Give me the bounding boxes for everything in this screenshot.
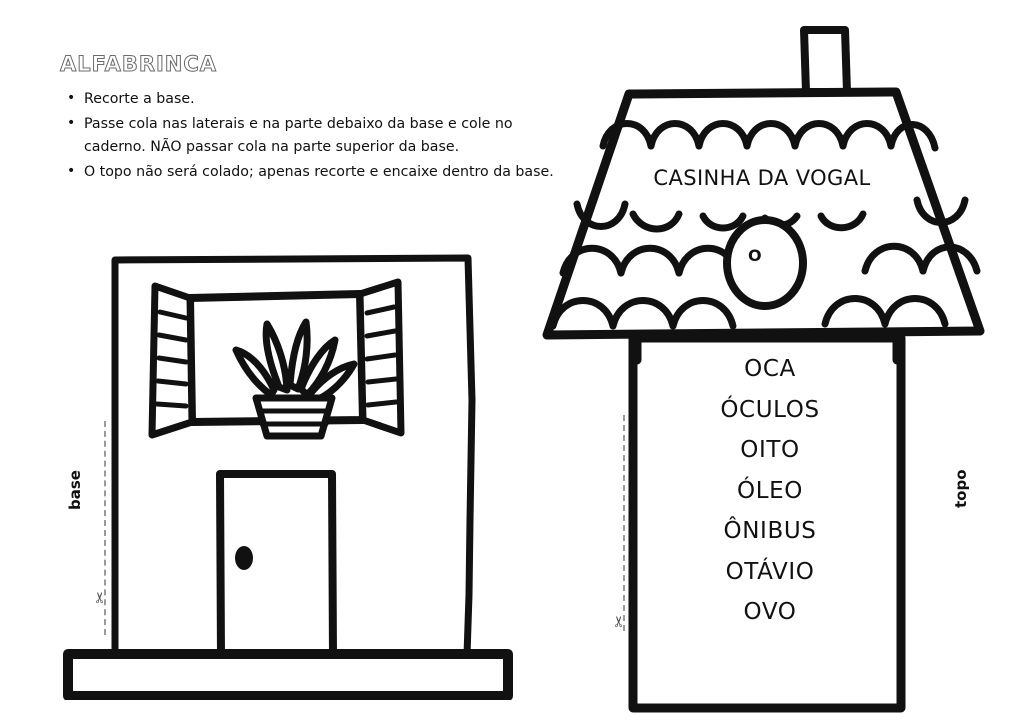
instructions-block: Recorte a base. Passe cola nas laterais … — [62, 87, 572, 186]
cut-line-right — [623, 415, 625, 631]
round-window-letter: O — [748, 246, 762, 265]
instruction-item: Passe cola nas laterais e na parte debai… — [67, 112, 572, 159]
word-item: ÔNIBUS — [723, 518, 817, 544]
instruction-list: Recorte a base. Passe cola nas laterais … — [62, 87, 572, 184]
door-knob — [235, 546, 253, 570]
alfabrinca-logo: ALFABRINCA — [59, 52, 218, 77]
word-panel — [628, 333, 906, 713]
house-top-figure — [525, 8, 1005, 723]
ground-bar — [63, 649, 513, 701]
plant-pot — [252, 394, 336, 440]
round-window — [723, 216, 807, 310]
shingle-row-4 — [549, 295, 949, 330]
shingle-row-1 — [599, 120, 939, 152]
shingle-row-2 — [573, 196, 969, 230]
vowel-word-list: OCA ÓCULOS OITO ÓLEO ÔNIBUS OTÁVIO OVO — [636, 358, 904, 642]
word-item: OVO — [743, 599, 797, 625]
house-base-figure — [60, 250, 530, 705]
word-item: ÓLEO — [737, 477, 803, 504]
shutter-slats-right — [364, 304, 399, 408]
roof-title: CASINHA DA VOGAL — [653, 166, 871, 190]
cut-line-left — [104, 421, 106, 635]
word-item: OTÁVIO — [725, 558, 815, 585]
house-top-svg — [542, 26, 985, 713]
word-item: OITO — [740, 437, 800, 463]
door — [216, 470, 337, 661]
instruction-item: Recorte a base. — [67, 87, 572, 111]
word-item: OCA — [744, 356, 796, 382]
word-item: ÓCULOS — [720, 396, 820, 423]
instruction-item: O topo não será colado; apenas recorte e… — [67, 160, 572, 184]
plant-leaves — [232, 318, 358, 405]
house-base-svg — [63, 254, 513, 701]
chimney — [800, 26, 851, 96]
shutter-slats-left — [154, 309, 189, 409]
pot-stripes — [256, 408, 332, 427]
